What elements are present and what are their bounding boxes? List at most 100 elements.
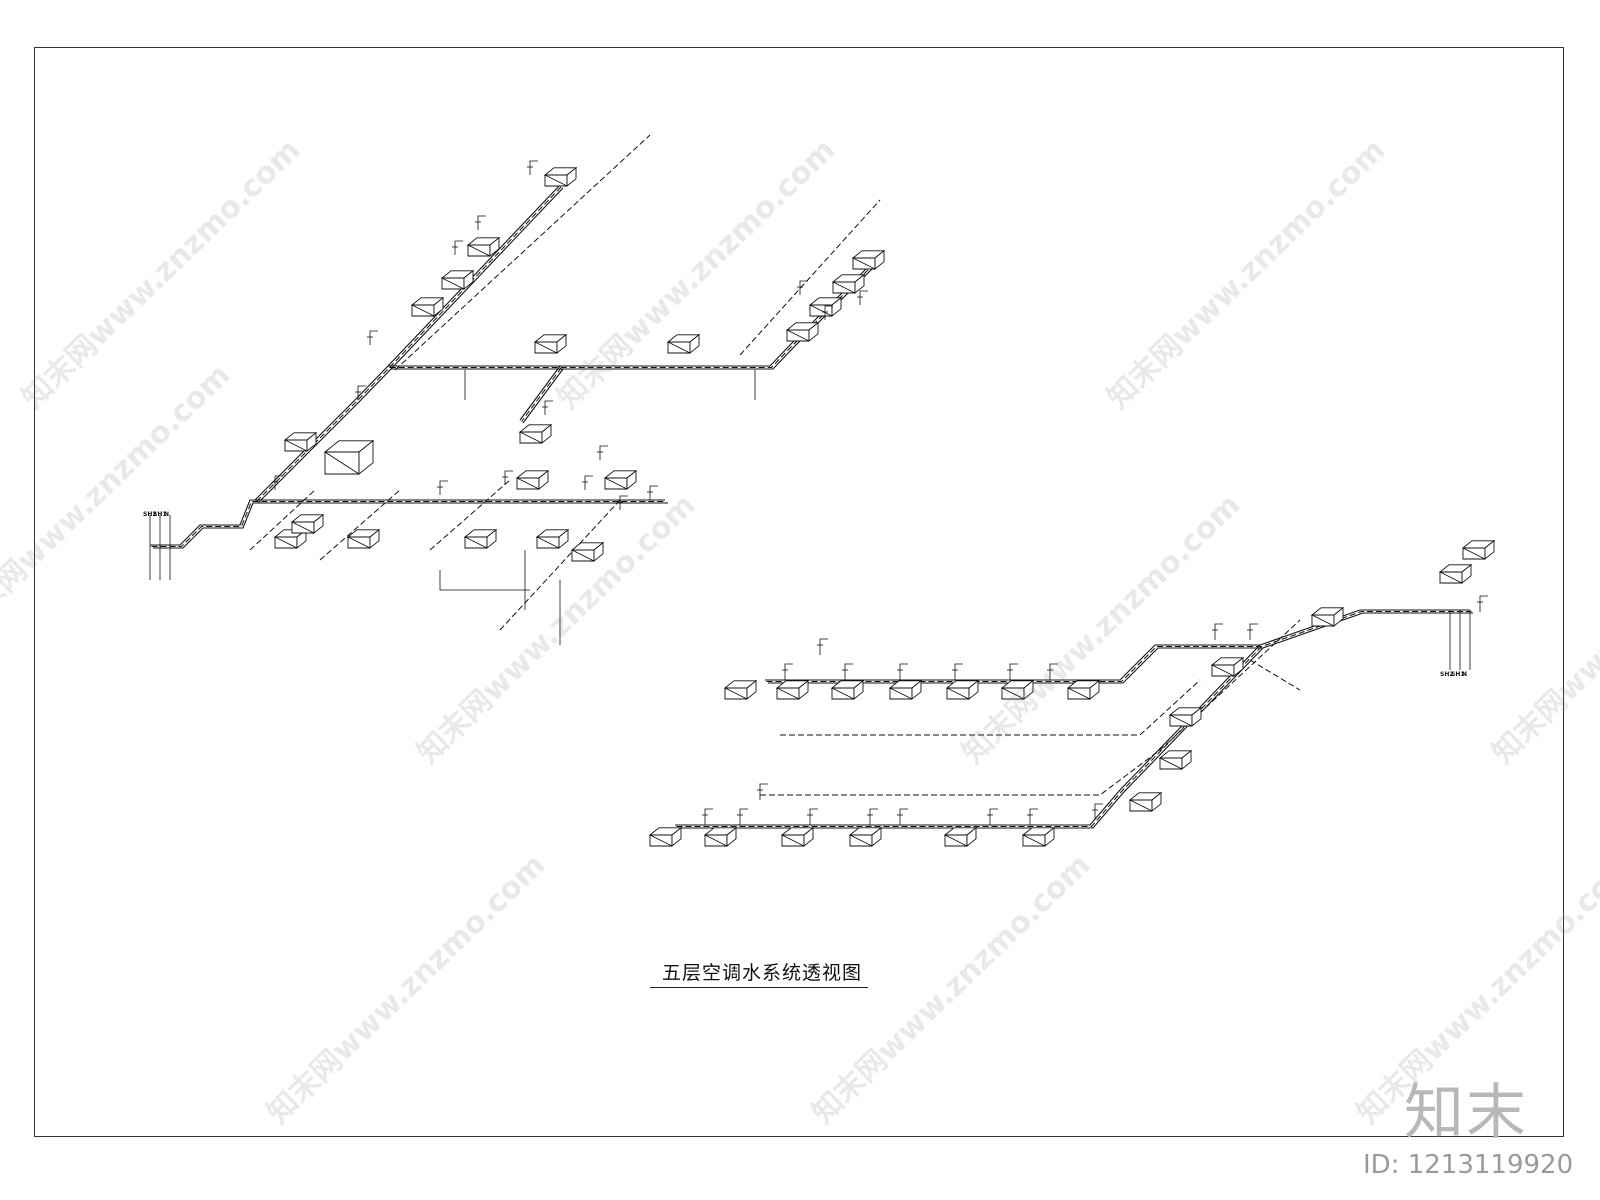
fan-coil-unit [535,528,570,549]
branch-drop [439,570,530,591]
branch-drop [819,638,828,655]
return-pipe [390,187,564,370]
fan-coil-unit [1210,656,1245,677]
drawing-frame [34,47,1564,1137]
fan-coil-unit [1310,606,1345,627]
fan-coil-unit [323,439,375,475]
fan-coil-unit [785,321,820,342]
fan-coil-unit [723,679,758,700]
main-pipe-lower-north [765,609,1470,681]
fan-coil-unit [666,333,701,354]
branch-drop [824,305,833,320]
branch-drop [1249,623,1258,640]
fan-coil-unit [410,296,445,317]
branch-drop [369,330,378,345]
branch-drop [784,663,793,680]
branch-drop [1094,803,1103,820]
fan-coil-unit [648,826,683,847]
title-underline [650,987,868,988]
condensate-main [760,619,1301,796]
branch-drop [704,808,713,825]
condensate-pipe [766,611,1472,682]
riser-label-right-sh2: SH2 [1440,671,1454,678]
fan-coil-unit [1021,826,1056,847]
branch-drop [989,808,998,825]
condensate-pipe [151,501,667,547]
fan-coil-unit [570,541,605,562]
fan-coil-unit [515,469,550,490]
fan-coil-unit [603,469,638,490]
condensate-pipe [676,646,1262,827]
fan-coil-unit [808,296,843,317]
branch-drop [799,280,808,295]
drawing-title: 五层空调水系统透视图 [662,962,863,984]
fan-coil-unit [543,166,578,187]
fan-coil-unit [830,679,865,700]
brand-logo: 知末 [1404,1078,1528,1148]
riser-label-left-sh2: SH2 [143,511,157,518]
image-id-label: ID: 1213119920 [1363,1150,1574,1180]
branch-drop [1029,808,1038,825]
fan-coil-unit [533,333,568,354]
branch-drop [899,808,908,825]
branch-drop [619,495,628,510]
condensate-main [739,199,881,356]
riser-label-left-n: N [164,511,170,518]
fan-coil-unit [943,826,978,847]
fan-coil-unit [290,513,325,534]
fan-coil-unit [1128,791,1163,812]
fan-coil-unit [831,273,866,294]
branch-drop [1479,595,1488,612]
riser-label-right-n: N [1462,671,1468,678]
branch-drop [1049,663,1058,680]
fan-coil-unit [848,826,883,847]
branch-drop [844,663,853,680]
branch-north-west [387,184,561,367]
fan-coil-unit [851,249,886,270]
fan-coil-unit [518,423,553,444]
return-pipe [768,612,1473,684]
branch-drop [739,808,748,825]
branch-drop [859,290,868,305]
fan-coil-unit [945,679,980,700]
branch-drop [899,663,908,680]
fan-coil-unit [1000,679,1035,700]
branch-drop [529,160,538,175]
branch-drop [357,385,366,400]
condensate-main [394,134,651,371]
branch-drop [584,475,593,490]
condensate-pipe [521,367,562,422]
branch-drop [1009,663,1018,680]
fan-coil-unit [780,826,815,847]
branch-drop [439,480,448,495]
riser-label-right-sh1: SH1 [1451,671,1465,678]
branch-drop [869,808,878,825]
condensate-main [249,489,316,551]
branch-drop [809,808,818,825]
fan-coil-unit [1461,539,1496,560]
fan-coil-unit [1066,679,1101,700]
fan-coil-unit [1168,706,1203,727]
condensate-main [780,679,1201,736]
branch-drop [454,240,463,255]
fan-coil-unit [1438,563,1473,584]
return-pipe [153,502,668,549]
return-pipe [678,647,1264,829]
fan-coil-unit [703,826,738,847]
fan-coil-unit [346,528,381,549]
fan-coil-unit [888,679,923,700]
branch-south [519,365,561,421]
riser-label-left-sh1: SH1 [153,511,167,518]
fan-coil-unit [440,269,475,290]
branch-drop [477,215,486,230]
branch-drop [1214,623,1223,640]
branch-drop [759,783,768,800]
branch-drop [954,663,963,680]
main-pipe-upper [150,499,665,546]
fan-coil-unit [283,431,318,452]
main-pipe-lower-south [675,644,1261,826]
return-pipe [522,368,564,424]
branch-drop [274,475,283,490]
fan-coil-unit [466,236,501,257]
condensate-main [1249,659,1301,691]
